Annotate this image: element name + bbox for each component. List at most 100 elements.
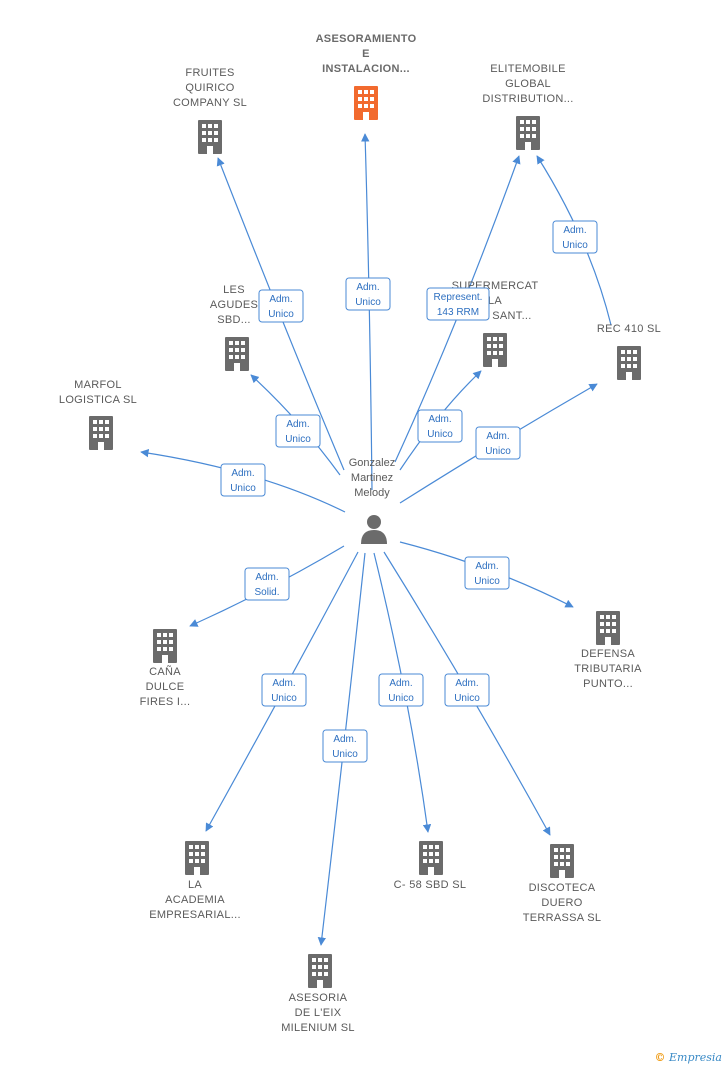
- relation-badge-text: Unico: [230, 483, 256, 494]
- building-icon: [483, 333, 507, 367]
- empresia-logo[interactable]: © Empresia: [655, 1051, 723, 1064]
- company-name-line: PUNTO...: [583, 678, 633, 690]
- relation-badge-text: Adm.: [486, 431, 509, 442]
- company-name-line: CAÑA: [149, 665, 181, 678]
- relation-badge-text: Unico: [474, 576, 500, 587]
- relation-badge[interactable]: Adm. Unico: [322, 729, 368, 763]
- company-node-marfol[interactable]: MARFOL LOGISTICA SL: [59, 379, 137, 450]
- relation-badge-text: Adm.: [563, 225, 586, 236]
- relation-badge-text: Adm.: [428, 414, 451, 425]
- company-name-line: TERRASSA SL: [523, 912, 602, 924]
- brand-name: mpresia: [677, 1051, 722, 1064]
- relation-badge-text: Adm.: [356, 282, 379, 293]
- relation-badge[interactable]: Represent.143 RRM: [426, 287, 490, 321]
- building-icon: [89, 416, 113, 450]
- company-node-rec410[interactable]: REC 410 SL: [597, 323, 661, 380]
- company-name-line: COMPANY SL: [173, 97, 247, 109]
- relation-badge-box: [426, 287, 490, 321]
- relation-badge-box: [475, 426, 521, 460]
- relation-badge[interactable]: Adm. Unico: [417, 409, 463, 443]
- relation-badge-box: [261, 673, 307, 707]
- relation-badge-box: [258, 289, 304, 323]
- relation-badge-text: Adm.: [272, 678, 295, 689]
- relation-badge[interactable]: Adm. Solid.: [244, 567, 290, 601]
- relation-badge-text: Unico: [454, 693, 480, 704]
- relation-badge-text: Unico: [388, 693, 414, 704]
- company-name-line: TRIBUTARIA: [574, 663, 642, 675]
- relation-badge[interactable]: Adm. Unico: [444, 673, 490, 707]
- company-node-academia[interactable]: LAACADEMIAEMPRESARIAL...: [149, 841, 241, 921]
- relation-badge[interactable]: Adm. Unico: [220, 463, 266, 497]
- relation-badge-text: Adm.: [455, 678, 478, 689]
- relation-badge-box: [378, 673, 424, 707]
- company-node-les-agudes[interactable]: LESAGUDESSBD...: [210, 284, 258, 371]
- company-name-line: DISCOTECA: [529, 882, 596, 894]
- company-name-line: FIRES I...: [140, 696, 191, 708]
- relation-badge-text: Adm.: [389, 678, 412, 689]
- company-name-line: ELITEMOBILE: [490, 63, 565, 75]
- company-name-line: FRUITES: [185, 67, 234, 79]
- relation-badge[interactable]: Adm.Unico: [275, 414, 321, 448]
- company-name-line: LA: [488, 295, 502, 307]
- relation-badge-text: Adm.: [333, 734, 356, 745]
- relation-badge-box: [552, 220, 598, 254]
- relation-badge-text: Unico: [427, 429, 453, 440]
- relation-badge-text: Unico: [485, 446, 511, 457]
- company-name-line: ACADEMIA: [165, 894, 225, 906]
- person-name-line: Martinez: [351, 472, 393, 484]
- relation-badge[interactable]: Adm. Unico: [464, 556, 510, 590]
- relation-badge-text: Unico: [332, 749, 358, 760]
- relation-badge-text: Adm.: [231, 468, 254, 479]
- company-node-c58[interactable]: C- 58 SBD SL: [394, 841, 467, 891]
- company-name-line: REC 410 SL: [597, 323, 661, 335]
- relation-badge-text: Unico: [355, 297, 381, 308]
- relation-badge-text: Unico: [271, 693, 297, 704]
- relation-badge-text: Solid.: [254, 587, 279, 598]
- person-icon: [361, 515, 387, 544]
- person-name-line: Gonzalez: [349, 457, 395, 469]
- relation-badge-text: Adm.: [255, 572, 278, 583]
- company-name-line: DISTRIBUTION...: [482, 93, 573, 105]
- relation-badge-text: Unico: [268, 309, 294, 320]
- company-node-elitemobile[interactable]: ELITEMOBILE GLOBAL DISTRIBUTION...: [482, 63, 573, 150]
- building-icon: [617, 346, 641, 380]
- relation-badge[interactable]: Adm. Unico: [552, 220, 598, 254]
- company-node-asesoramiento[interactable]: ASESORAMIENTOEINSTALACION...: [316, 33, 417, 120]
- building-icon: [225, 337, 249, 371]
- company-name-line: GLOBAL: [505, 78, 551, 90]
- building-icon: [185, 841, 209, 875]
- relation-badge-text: Adm.: [475, 561, 498, 572]
- company-name-line: MARFOL: [74, 379, 122, 391]
- company-name-line: ASESORAMIENTO: [316, 33, 417, 45]
- company-name-line: EMPRESARIAL...: [149, 909, 241, 921]
- company-name-line: DE L'EIX: [295, 1007, 342, 1019]
- company-name-line: LOGISTICA SL: [59, 394, 137, 406]
- relation-badge-text: Unico: [562, 240, 588, 251]
- building-icon: [550, 844, 574, 878]
- relation-badge-text: Unico: [285, 434, 311, 445]
- building-icon: [596, 611, 620, 645]
- person-name-line: Melody: [354, 487, 390, 499]
- company-name-line: SBD...: [217, 314, 251, 326]
- relation-badge-text: 143 RRM: [437, 307, 479, 318]
- company-node-defensa[interactable]: DEFENSATRIBUTARIAPUNTO...: [574, 611, 642, 690]
- relation-badge[interactable]: Adm. Unico: [258, 289, 304, 323]
- company-node-discoteca[interactable]: DISCOTECA DUERO TERRASSA SL: [523, 844, 602, 924]
- relation-badge[interactable]: Adm. Unico: [261, 673, 307, 707]
- relation-badge-box: [345, 277, 391, 311]
- company-name-line: MILENIUM SL: [281, 1022, 355, 1034]
- relation-badge-text: Adm.: [269, 294, 292, 305]
- company-name-line: DUERO: [541, 897, 582, 909]
- relation-badge[interactable]: Adm. Unico: [345, 277, 391, 311]
- relation-badge-box: [322, 729, 368, 763]
- relation-badge[interactable]: Adm. Unico: [378, 673, 424, 707]
- highlighted-building-icon: [354, 86, 378, 120]
- relation-badge[interactable]: Adm. Unico: [475, 426, 521, 460]
- building-icon: [198, 120, 222, 154]
- building-icon: [516, 116, 540, 150]
